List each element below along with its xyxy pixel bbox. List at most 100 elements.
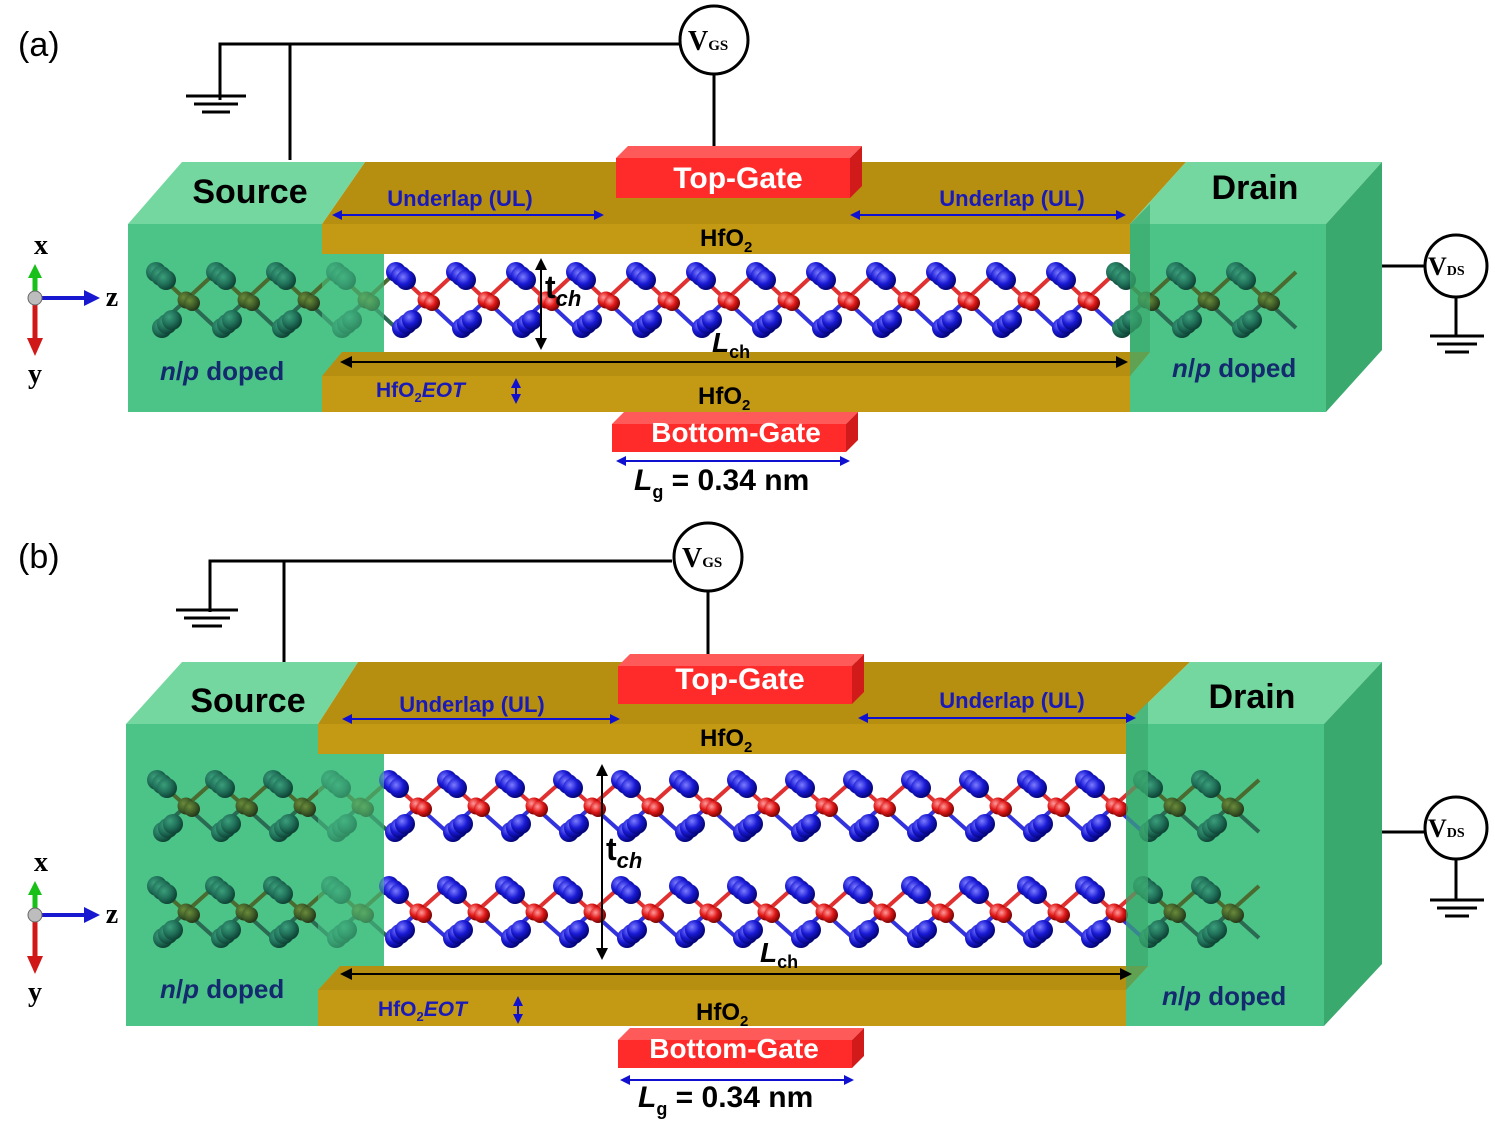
bottom-gate-label: Bottom-Gate (651, 417, 821, 448)
axis-z-label: z (106, 282, 118, 313)
underlap-right-label: Underlap (UL) (939, 186, 1084, 211)
atom-unit (379, 770, 449, 842)
hfo2-eot-label: HfO2EOT (376, 378, 521, 405)
top-gate-label: Top-Gate (675, 663, 804, 696)
atom-unit (959, 876, 1029, 948)
ground-symbol (186, 94, 246, 114)
atom-unit (1133, 770, 1203, 842)
atom-unit (901, 876, 971, 948)
vds-label: V (1428, 252, 1447, 281)
atom-unit (806, 262, 878, 338)
atom-unit (205, 876, 275, 948)
atom-unit (669, 770, 739, 842)
bottom-gate: Bottom-Gate (612, 412, 858, 452)
atom-unit (1017, 770, 1087, 842)
atom-unit (437, 770, 507, 842)
panel-label: (b) (18, 538, 60, 576)
atom-unit (553, 770, 623, 842)
svg-text:tch: tch (545, 269, 581, 311)
hfo2-bottom-label: HfO2 (698, 383, 750, 414)
top-gate: Top-Gate (616, 146, 862, 198)
vgs-source: VGS (672, 521, 744, 593)
axis-triad: x y z (27, 230, 118, 390)
atom-unit (926, 262, 998, 338)
svg-text:VDS: VDS (1428, 252, 1465, 281)
lg-dimension: Lg = 0.34 nm (616, 456, 850, 502)
atom-unit (727, 770, 797, 842)
svg-text:VGS: VGS (682, 543, 722, 574)
vds-label: V (1428, 814, 1447, 843)
hfo2-top-label: HfO2 (700, 725, 752, 756)
mos2-layer-top (147, 770, 1261, 842)
gate-wiring (218, 42, 1458, 336)
hfo2-eot-label: HfO2EOT (378, 996, 523, 1024)
top-gate-label: Top-Gate (673, 162, 802, 195)
tch-dimension: tch (535, 258, 581, 350)
svg-text:Lg = 0.34 nm: Lg = 0.34 nm (634, 464, 809, 502)
bottom-gate: Bottom-Gate (618, 1028, 864, 1068)
atom-unit (495, 876, 565, 948)
svg-text:HfO2EOT: HfO2EOT (376, 379, 467, 405)
atom-unit (386, 262, 458, 338)
atom-unit (446, 262, 518, 338)
drain-contact (1126, 662, 1382, 1026)
atom-unit (746, 262, 818, 338)
atom-unit (147, 770, 217, 842)
axis-z-label: z (106, 899, 118, 930)
atom-unit (263, 770, 333, 842)
vds-source: VDS (1423, 233, 1489, 299)
axis-triad: x y z (27, 847, 118, 1008)
source-label: Source (190, 682, 305, 720)
atom-unit (959, 770, 1029, 842)
top-oxide (322, 224, 1130, 254)
atom-unit (147, 876, 217, 948)
bottom-oxide (318, 990, 1126, 1026)
svg-text:HfO2EOT: HfO2EOT (378, 998, 469, 1024)
atom-unit (206, 262, 278, 338)
ground-symbol (1430, 898, 1484, 918)
atom-unit (1191, 770, 1261, 842)
atom-unit (843, 770, 913, 842)
atom-unit (379, 876, 449, 948)
lch-dimension: Lch (340, 937, 1132, 980)
ground-symbol (1430, 334, 1484, 354)
top-oxide (318, 724, 1126, 754)
atom-unit (263, 876, 333, 948)
underlap-left-label: Underlap (UL) (399, 692, 544, 717)
svg-text:VDS: VDS (1428, 814, 1465, 843)
lch-dimension: Lch (340, 327, 1128, 368)
ground-symbol (176, 608, 238, 628)
axis-y-label: y (28, 359, 42, 390)
source-overlap (318, 754, 384, 966)
atom-unit (1017, 876, 1087, 948)
doped-label-right: n/p doped (1162, 981, 1286, 1011)
atom-unit (1166, 262, 1238, 338)
atom-unit (986, 262, 1058, 338)
vgs-source: VGS (678, 4, 750, 76)
axis-x-label: x (34, 847, 48, 878)
atom-unit (495, 770, 565, 842)
mos2-layer-bottom (147, 876, 1261, 948)
atom-unit (785, 876, 855, 948)
panel-label: (a) (18, 26, 60, 64)
doped-label-right: n/p doped (1172, 353, 1296, 383)
lg-dimension: Lg = 0.34 nm (620, 1075, 854, 1119)
hfo2-top-label: HfO2 (700, 225, 752, 256)
panel-b: (b) VGS VDS (18, 521, 1489, 1119)
underlap-right-label: Underlap (UL) (939, 688, 1084, 713)
atom-unit (866, 262, 938, 338)
underlap-left-label: Underlap (UL) (387, 186, 532, 211)
drain-label: Drain (1212, 169, 1299, 207)
doped-label-left: n/p doped (160, 356, 284, 386)
atom-unit (785, 770, 855, 842)
panel-a: (a) VGS VDS (18, 4, 1489, 502)
bottom-oxide (322, 376, 1130, 412)
atom-unit (1046, 262, 1118, 338)
svg-text:Lch: Lch (760, 937, 798, 972)
source-label: Source (192, 173, 307, 211)
drain-label: Drain (1209, 678, 1296, 716)
svg-text:tch: tch (606, 831, 642, 873)
vgs-label: V (682, 543, 702, 574)
svg-text:VGS: VGS (688, 26, 728, 57)
bottom-gate-label: Bottom-Gate (649, 1033, 819, 1064)
